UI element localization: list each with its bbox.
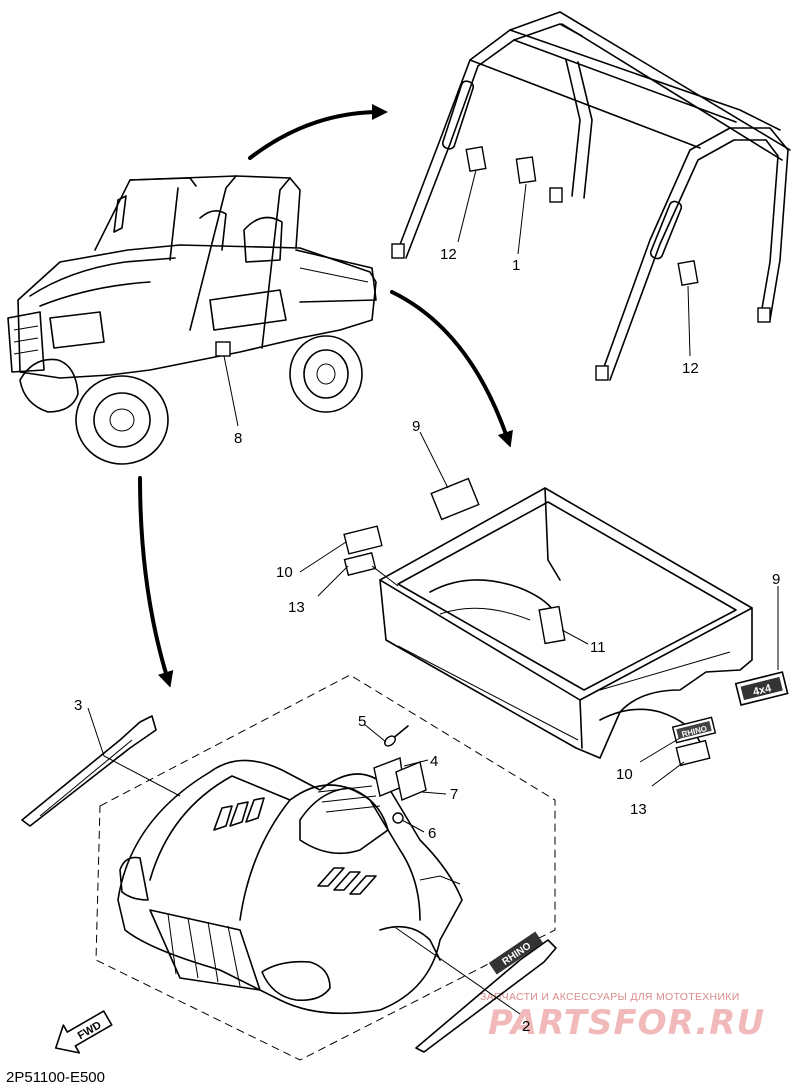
- diagram-code: 2P51100-E500: [6, 1069, 105, 1085]
- decal-1-marker: [515, 156, 537, 184]
- callout-7: 7: [450, 786, 458, 803]
- callouts: 12 1 12 8 9 10 13 11 9 10 13 3 5 4 7 6 2: [74, 246, 780, 1035]
- decal-11-marker: [538, 605, 566, 645]
- vehicle-overview: [7, 175, 377, 465]
- watermark-brand: PARTSFOR.RU: [488, 1003, 765, 1043]
- leader-lines: [87, 169, 779, 1015]
- callout-10b: 10: [616, 766, 633, 783]
- decal-13-right: [675, 739, 711, 767]
- callout-12a: 12: [440, 246, 457, 263]
- callout-9a: 9: [412, 418, 420, 435]
- part-6-nut: [392, 812, 404, 824]
- far-front-wheel: [19, 358, 79, 413]
- front-wheel: [75, 375, 169, 465]
- fwd-label: FWD: [76, 1019, 104, 1042]
- arrow-to-cage: [248, 104, 388, 160]
- decal-9-top: [430, 477, 480, 521]
- callout-13a: 13: [288, 599, 305, 616]
- callout-5: 5: [358, 713, 366, 730]
- watermark-tagline: ЗАПЧАСТИ И АКСЕССУАРЫ ДЛЯ МОТОТЕХНИКИ: [480, 991, 740, 1003]
- decal-12a-marker: [465, 145, 487, 173]
- rear-wheel: [289, 335, 363, 413]
- hood-vents-lower: [317, 867, 377, 895]
- decal-12b-marker: [677, 259, 699, 287]
- callout-13b: 13: [630, 801, 647, 818]
- arrow-to-hood: [138, 476, 174, 688]
- cargo-bed: [379, 487, 753, 759]
- part-5-rivet: [384, 725, 409, 747]
- part-7-plate: [395, 761, 427, 801]
- hood-assembly: [95, 674, 556, 1061]
- decal-13-left: [343, 552, 377, 576]
- callout-11: 11: [590, 639, 606, 656]
- roll-cage: [391, 11, 791, 381]
- callout-3: 3: [74, 697, 82, 714]
- watermark: ЗАПЧАСТИ И АКСЕССУАРЫ ДЛЯ МОТОТЕХНИКИ PA…: [480, 991, 765, 1043]
- callout-8: 8: [234, 430, 242, 447]
- part-3-stripe: [21, 715, 157, 827]
- decal-10-right: RHINO: [671, 716, 717, 744]
- bed-badge-text: 4x4: [752, 682, 774, 698]
- callout-4: 4: [430, 753, 438, 770]
- callout-12b: 12: [682, 360, 699, 377]
- callout-10a: 10: [276, 564, 293, 581]
- fwd-indicator: FWD: [54, 1010, 113, 1054]
- callout-9b: 9: [772, 571, 780, 588]
- callout-6: 6: [428, 825, 436, 842]
- decal-10-left: [343, 525, 383, 555]
- decal-9-badge: 4x4: [734, 671, 789, 706]
- arrow-to-bed: [390, 290, 513, 448]
- decal-8-marker: [215, 341, 231, 357]
- hood-vents-upper: [213, 797, 265, 831]
- callout-1: 1: [512, 257, 520, 274]
- callout-2: 2: [522, 1018, 530, 1035]
